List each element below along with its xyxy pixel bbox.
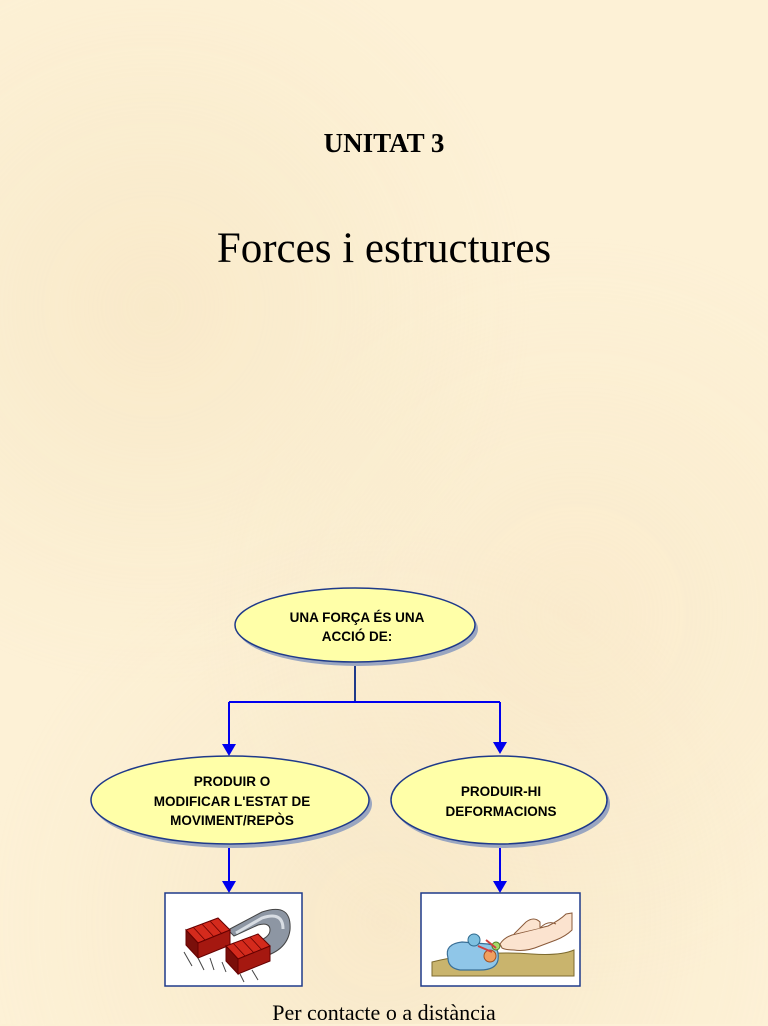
right-node-line-2: DEFORMACIONS [446,804,557,819]
left-node: PRODUIR O MODIFICAR L'ESTAT DE MOVIMENT/… [90,755,372,848]
finger-pressing-toy-icon [431,912,575,977]
horseshoe-magnet-icon [183,908,291,983]
deformation-image-box [420,892,581,987]
left-node-line-1: PRODUIR O [194,774,271,789]
unit-label: UNITAT 3 [323,128,445,158]
left-node-line-2: MODIFICAR L'ESTAT DE [154,794,310,809]
connector-root-split [229,666,500,703]
root-node-line-2: ACCIÓ DE: [322,629,393,644]
right-node: PRODUIR-HI DEFORMACIONS [390,755,610,848]
slide-title: Forces i estructures [216,225,552,272]
root-node-line-1: UNA FORÇA ÉS UNA [290,610,425,625]
right-node-line-1: PRODUIR-HI [461,784,541,799]
root-node: UNA FORÇA ÉS UNA ACCIÓ DE: [234,587,478,666]
caption: Per contacte o a distància [272,1000,496,1025]
left-node-line-3: MOVIMENT/REPÒS [170,813,294,828]
magnet-image-box [164,892,303,987]
